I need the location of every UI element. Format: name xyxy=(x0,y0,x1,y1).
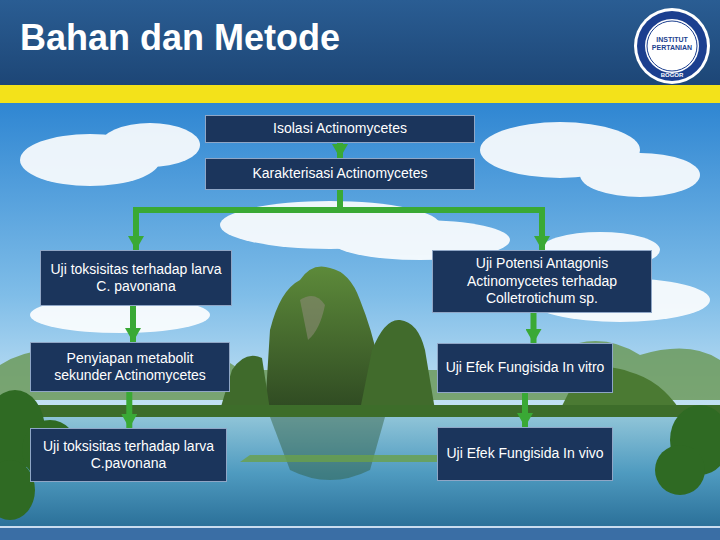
box-label: Uji toksisitas terhadap larva C.pavonana xyxy=(37,438,220,473)
bottom-line xyxy=(0,526,720,528)
flow-arrow xyxy=(136,190,340,250)
karst-peak xyxy=(360,320,435,410)
process-box: Karakterisasi Actinomycetes xyxy=(205,158,475,190)
title-bar xyxy=(0,0,720,85)
shore xyxy=(0,405,720,417)
trees xyxy=(0,390,720,520)
process-box: Uji toksisitas terhadap larva C. pavonan… xyxy=(40,250,232,306)
flow-arrow xyxy=(126,392,132,428)
box-label: Uji toksisitas terhadap larva C. pavonan… xyxy=(47,261,225,296)
flow-arrow xyxy=(130,306,136,342)
yellow-band xyxy=(0,85,720,103)
flow-arrow xyxy=(522,393,528,427)
bottom-bar xyxy=(0,528,720,540)
process-box: Uji Efek Fungisida In vivo xyxy=(437,427,613,481)
process-box: Isolasi Actinomycetes xyxy=(205,115,475,143)
logo-text: INSTITUT PERTANIAN xyxy=(649,36,695,51)
sky xyxy=(0,103,720,423)
box-label: Uji Efek Fungisida In vivo xyxy=(446,445,603,463)
box-label: Penyiapan metabolit sekunder Actinomycet… xyxy=(37,350,223,385)
rock-face xyxy=(300,296,325,340)
box-label: Uji Potensi Antagonis Actinomycetes terh… xyxy=(439,255,645,308)
grass-island xyxy=(240,455,470,462)
water xyxy=(0,417,720,528)
process-box: Uji Efek Fungisida In vitro xyxy=(437,343,613,393)
box-label: Uji Efek Fungisida In vitro xyxy=(446,359,605,377)
logo xyxy=(634,8,710,84)
box-label: Isolasi Actinomycetes xyxy=(273,120,407,138)
process-box: Penyiapan metabolit sekunder Actinomycet… xyxy=(30,342,230,392)
process-box: Uji toksisitas terhadap larva C.pavonana xyxy=(30,428,227,482)
process-box: Uji Potensi Antagonis Actinomycetes terh… xyxy=(432,250,652,313)
logo-text: BOGOR xyxy=(649,72,695,79)
flow-arrow xyxy=(340,190,542,250)
box-label: Karakterisasi Actinomycetes xyxy=(252,165,427,183)
slide-title: Bahan dan Metode xyxy=(20,18,340,58)
flow-arrow xyxy=(531,313,537,343)
flow-arrow xyxy=(337,143,343,158)
clouds xyxy=(20,122,710,333)
reflection xyxy=(270,417,385,480)
